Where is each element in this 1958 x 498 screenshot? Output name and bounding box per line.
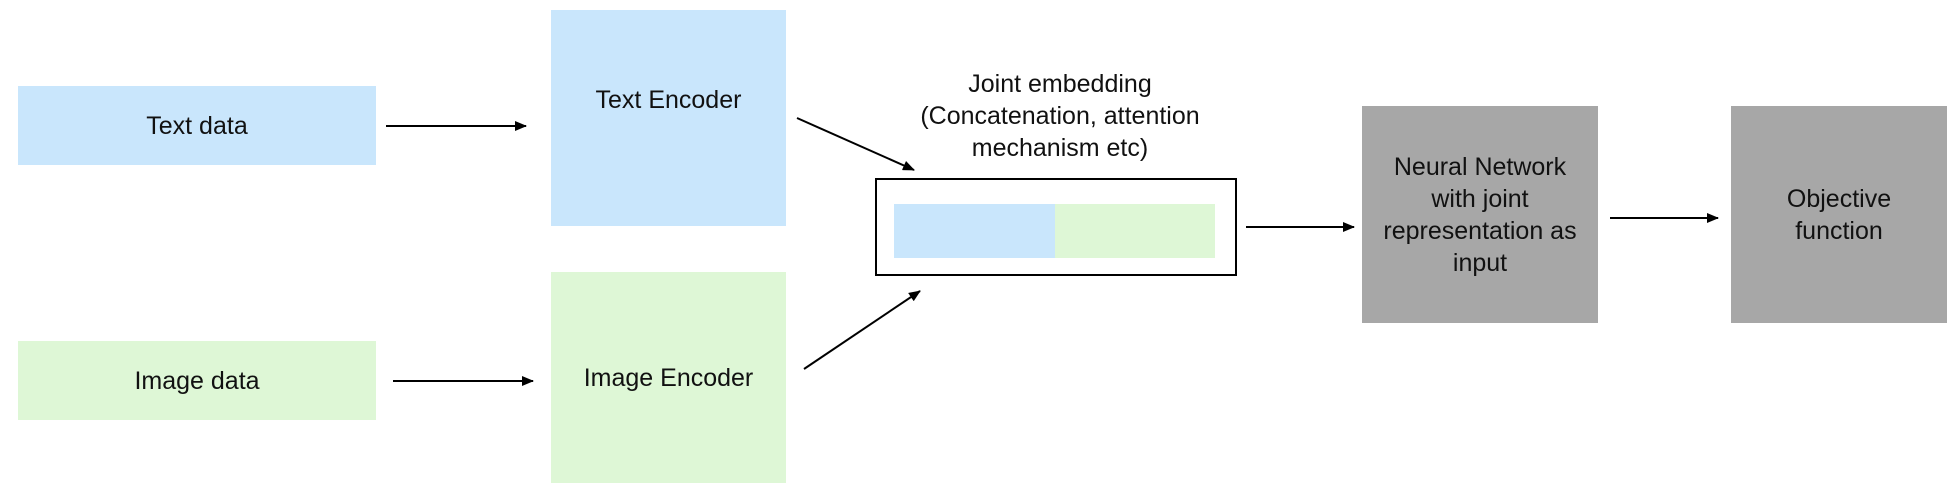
- neural-network-label-line-2: with joint: [1431, 184, 1529, 213]
- text-encoder-box: Text Encoder: [551, 10, 786, 226]
- objective-function-label: Objective function: [1787, 183, 1891, 247]
- image-data-label: Image data: [134, 366, 260, 395]
- neural-network-label-line-1: Neural Network: [1393, 152, 1567, 181]
- text-data-box: Text data: [18, 86, 376, 165]
- joint-embedding-box: [875, 178, 1237, 276]
- image-encoder-label: Image Encoder: [583, 363, 754, 392]
- joint-embedding-caption-line-2: (Concatenation, attention: [920, 102, 1200, 130]
- joint-embedding-caption: Joint embedding (Concatenation, attentio…: [880, 68, 1240, 164]
- objective-function-box: Objective function: [1731, 106, 1947, 323]
- neural-network-label-line-3: representation as: [1383, 216, 1577, 245]
- joint-embedding-caption-line-1: Joint embedding: [968, 70, 1152, 98]
- joint-embedding-image-segment: [1055, 204, 1215, 258]
- joint-embedding-caption-line-3: mechanism etc): [971, 134, 1149, 162]
- neural-network-label-line-4: input: [1452, 248, 1508, 277]
- objective-function-label-line-2: function: [1795, 216, 1883, 245]
- text-encoder-label: Text Encoder: [595, 86, 742, 114]
- neural-network-box: Neural Network with joint representation…: [1362, 106, 1598, 323]
- image-data-box: Image data: [18, 341, 376, 420]
- joint-embedding-text-segment: [894, 204, 1055, 258]
- image-encoder-box: Image Encoder: [551, 272, 786, 483]
- objective-function-label-line-1: Objective: [1786, 184, 1892, 213]
- neural-network-label: Neural Network with joint representation…: [1383, 151, 1576, 279]
- arrow-image-encoder-to-joint: [803, 290, 921, 370]
- text-data-label: Text data: [146, 111, 248, 140]
